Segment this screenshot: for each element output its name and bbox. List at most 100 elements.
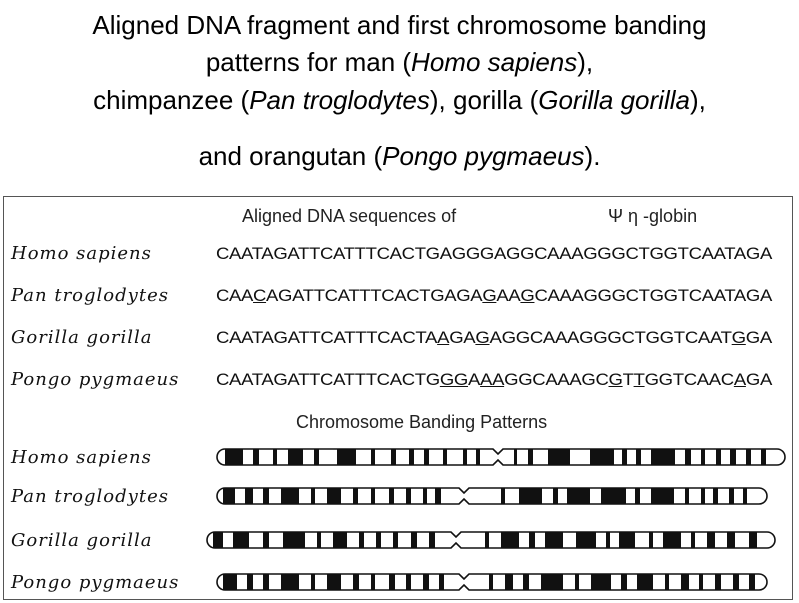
chromosome-species-label: Pan troglodytes — [11, 486, 169, 507]
chromosome-band — [213, 532, 223, 548]
chromosome-band — [743, 488, 747, 504]
chromosome-band — [715, 574, 721, 590]
dna-species-label: Pongo pygmaeus — [11, 369, 180, 390]
chromosome-band — [651, 488, 674, 504]
chromosome-band — [575, 574, 579, 590]
chromosome-band — [411, 532, 417, 548]
chromosome-band — [435, 488, 441, 504]
chromosome-band — [263, 574, 269, 590]
caption-line-2: patterns for man (Homo sapiens), — [0, 47, 799, 77]
dna-sequence: CAATAGATTCATTTCACTGGGAAAGGCAAAGCGTTGGTCA… — [216, 371, 772, 390]
chromosome-band — [505, 574, 513, 590]
chromosome-band — [283, 532, 305, 548]
chromosome-section-heading: Chromosome Banding Patterns — [296, 412, 548, 432]
dna-section-heading: Aligned DNA sequences of — [242, 206, 456, 227]
sequence-segment: GGCAAAGC — [504, 371, 609, 389]
chromosome-band — [519, 488, 542, 504]
chromosome-band — [327, 488, 341, 504]
chromosome-band — [223, 574, 237, 590]
chromosome-band — [485, 532, 489, 548]
chromosome-band — [247, 574, 253, 590]
chromosome-band — [443, 449, 447, 465]
sequence-segment: CAAAGGGCTGGTCAATAGA — [534, 287, 772, 305]
chromosome-band — [707, 532, 715, 548]
chromosome-band — [591, 574, 611, 590]
sequence-segment: AGGCAAAGGGCTGGTCAAT — [489, 329, 732, 347]
chromosome-band — [553, 488, 558, 504]
chromosome-band — [749, 532, 757, 548]
caption-text: ). — [584, 141, 601, 171]
chromosome-band — [371, 449, 375, 465]
chromosome-band — [391, 449, 396, 465]
chromosome-band — [685, 449, 691, 465]
caption-line-1: Aligned DNA fragment and first chromosom… — [92, 10, 707, 40]
chromosome-band — [501, 488, 505, 504]
chromosome-band — [637, 574, 653, 590]
chromosome-band — [337, 449, 356, 465]
caption-line-4: and orangutan (Pongo pygmaeus). — [0, 141, 799, 171]
chromosome-band — [233, 532, 249, 548]
chromosome-band — [746, 449, 751, 465]
chromosome-band — [701, 449, 705, 465]
dna-heading-text: Aligned DNA sequences of — [242, 206, 457, 226]
chromosome-band — [423, 488, 427, 504]
chromosome-band — [317, 532, 321, 548]
chromosome-band — [489, 574, 493, 590]
chromosome-band — [716, 449, 721, 465]
chromosome-band — [424, 449, 429, 465]
substitution-base: G — [731, 329, 746, 347]
dna-sequence: CAATAGATTCATTTCACTGAGGGAGGCAAAGGGCTGGTCA… — [216, 245, 772, 264]
sequence-segment: AA — [496, 287, 521, 305]
substitution-base: AA — [480, 371, 505, 389]
chromosome-band — [389, 488, 394, 504]
chromosome-band — [501, 532, 519, 548]
chromosome-species-label: Gorilla gorilla — [11, 530, 153, 551]
dna-gene-name: Ψ η -globin — [608, 206, 698, 226]
chromosome-band — [353, 574, 359, 590]
chromosome-band — [713, 488, 718, 504]
chromosome-band — [528, 449, 533, 465]
chromosome-band — [223, 488, 235, 504]
chromosome-band — [590, 449, 614, 465]
chromosome-band — [621, 574, 627, 590]
chromosome-band — [548, 449, 570, 465]
chromosome-band — [327, 574, 341, 590]
caption-text: ), — [689, 85, 706, 115]
chromosome-band — [651, 449, 675, 465]
chromosome-ideogram — [206, 531, 776, 549]
chromosome-band — [311, 488, 315, 504]
substitution-base: G — [482, 287, 497, 305]
dna-species-label: Gorilla gorilla — [11, 327, 153, 348]
dna-sequence: CAATAGATTCATTTCACTAAGAGAGGCAAAGGGCTGGTCA… — [216, 329, 772, 348]
chromosome-band — [529, 532, 535, 548]
sequence-segment: CAA — [216, 287, 254, 305]
sequence-segment: CAATAGATTCATTTCACTG — [216, 371, 440, 389]
chromosome-band — [622, 449, 627, 465]
chromosome-body — [217, 488, 767, 504]
chromosome-band — [545, 532, 563, 548]
chromosome-band — [730, 449, 736, 465]
substitution-base: A — [437, 329, 450, 347]
chromosome-species-label: Pongo pygmaeus — [11, 572, 180, 593]
sequence-segment: AGATTCATTTCACTGAGA — [266, 287, 483, 305]
chromosome-band — [463, 449, 467, 465]
chromosome-band — [225, 449, 243, 465]
chromosome-band — [701, 488, 705, 504]
substitution-base: G — [475, 329, 490, 347]
chromosome-band — [253, 449, 259, 465]
chromosome-band — [311, 574, 315, 590]
chromosome-band — [333, 532, 347, 548]
chromosome-band — [761, 449, 766, 465]
chromosome-band — [288, 449, 303, 465]
chromosome-band — [281, 488, 299, 504]
chromosome-band — [423, 574, 429, 590]
chromosome-band — [406, 574, 411, 590]
sequence-segment: A — [468, 371, 481, 389]
chromosome-band — [371, 488, 375, 504]
chromosome-species-label: Homo sapiens — [11, 447, 152, 468]
chromosome-band — [663, 532, 681, 548]
chromosome-band — [727, 532, 735, 548]
chromosome-band — [314, 449, 319, 465]
chromosome-band — [567, 488, 590, 504]
chromosome-band — [541, 574, 563, 590]
